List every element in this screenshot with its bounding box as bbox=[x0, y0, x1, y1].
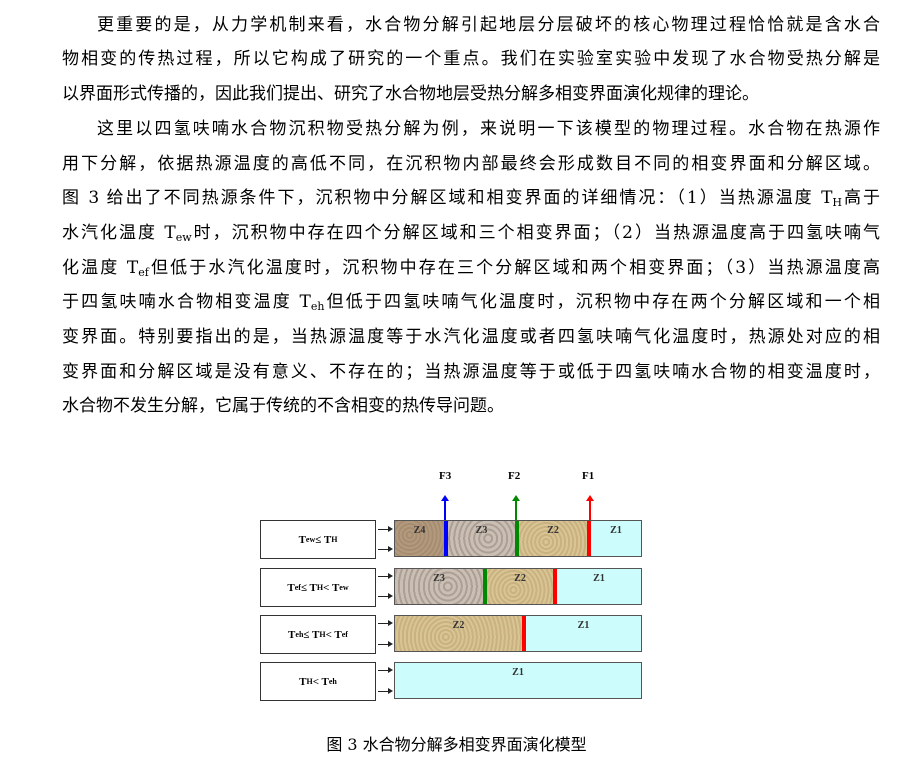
op: < T bbox=[323, 581, 340, 594]
front-arrow-f3 bbox=[441, 495, 449, 521]
op: < T bbox=[312, 675, 329, 688]
front-f3 bbox=[444, 521, 448, 556]
t: T bbox=[298, 533, 306, 546]
text-line: 变界面。特别要指出的是，当热源温度等于水汽化温度或者四氢呋喃气化温度时，热源处对… bbox=[62, 327, 880, 347]
text-line: 图 3 给出了不同热源条件下，沉积物中分解区域和相变界面的详细情况：（1）当热源… bbox=[62, 187, 880, 209]
text: 化温度 T bbox=[62, 258, 139, 278]
front-f1 bbox=[553, 569, 557, 604]
t: T bbox=[299, 675, 307, 688]
front-label-f2: F2 bbox=[508, 470, 521, 482]
text-line: 用下分解，依据热源温度的高低不同，在沉积物内部最终会形成数目不同的相变界面和分解… bbox=[62, 154, 880, 174]
heat-arrow bbox=[378, 667, 393, 673]
text-line: 这里以四氢呋喃水合物沉积物受热分解为例，来说明一下该模型的物理过程。水合物在热源… bbox=[97, 119, 880, 139]
subscript: H bbox=[832, 196, 843, 209]
zone-bar-3: Z2 Z1 bbox=[394, 615, 642, 652]
text: 高于 bbox=[842, 188, 881, 208]
zone-bar-2: Z3 Z2 Z1 bbox=[394, 568, 642, 605]
front-f1 bbox=[587, 521, 591, 556]
op: < T bbox=[325, 628, 342, 641]
text: 但低于水汽化温度时，沉积物中存在三个分解区域和两个相变界面；（3）当热源温度高 bbox=[148, 258, 880, 278]
text: 图 3 给出了不同热源条件下，沉积物中分解区域和相变界面的详细情况：（1）当热源… bbox=[62, 188, 833, 208]
subscript: eh bbox=[310, 300, 325, 313]
text-line: 于四氢呋喃水合物相变温度 Teh但低于四氢呋喃气化温度时，沉积物中存在两个分解区… bbox=[62, 291, 880, 313]
heat-arrow bbox=[378, 546, 393, 552]
t: T bbox=[287, 581, 295, 594]
op: ≤ T bbox=[303, 628, 320, 641]
zone-z3: Z3 bbox=[448, 521, 515, 556]
heat-arrow bbox=[378, 526, 393, 532]
front-label-f3: F3 bbox=[439, 470, 452, 482]
zone-z1: Z1 bbox=[526, 616, 641, 651]
text-line: 变界面和分解区域是没有意义、不存在的；当热源温度等于或低于四氢呋喃水合物的相变温… bbox=[62, 362, 880, 382]
subscript: ew bbox=[175, 231, 192, 244]
front-arrow-f2 bbox=[512, 495, 520, 521]
zone-z2: Z2 bbox=[395, 616, 522, 651]
zone-z4: Z4 bbox=[395, 521, 444, 556]
text: 但低于四氢呋喃气化温度时，沉积物中存在两个分解区域和一个相 bbox=[324, 292, 881, 312]
zone-z1: Z1 bbox=[395, 663, 641, 698]
text-line: 化温度 Tef但低于水汽化温度时，沉积物中存在三个分解区域和两个相变界面；（3）… bbox=[62, 257, 880, 279]
zone-bar-1: Z4 Z3 Z2 Z1 bbox=[394, 520, 642, 557]
subscript: ef bbox=[138, 266, 149, 279]
op: ≤ T bbox=[315, 533, 332, 546]
text-line: 以界面形式传播的，因此我们提出、研究了水合物地层受热分解多相变界面演化规律的理论… bbox=[62, 84, 759, 104]
front-arrow-f1 bbox=[586, 495, 594, 521]
t: T bbox=[288, 628, 296, 641]
front-f2 bbox=[515, 521, 519, 556]
heat-arrow bbox=[378, 688, 393, 694]
text-line: 物相变的传热过程，所以它构成了研究的一个重点。我们在实验室实验中发现了水合物受热… bbox=[62, 49, 880, 69]
zone-bar-4: Z1 bbox=[394, 662, 642, 699]
figure-caption: 图 3 水合物分解多相变界面演化模型 bbox=[326, 735, 587, 754]
text-line: 水合物不发生分解，它属于传统的不含相变的热传导问题。 bbox=[62, 396, 504, 416]
front-f2 bbox=[483, 569, 487, 604]
zone-z2: Z2 bbox=[519, 521, 587, 556]
zone-z3: Z3 bbox=[395, 569, 483, 604]
text: 于四氢呋喃水合物相变温度 T bbox=[62, 292, 311, 312]
zone-z2: Z2 bbox=[487, 569, 553, 604]
heat-arrow bbox=[378, 641, 393, 647]
heat-arrow bbox=[378, 593, 393, 599]
zone-z1: Z1 bbox=[591, 521, 641, 556]
heat-arrow bbox=[378, 620, 393, 626]
text-line: 更重要的是，从力学机制来看，水合物分解引起地层分层破坏的核心物理过程恰恰就是含水… bbox=[97, 15, 880, 35]
front-label-f1: F1 bbox=[582, 470, 595, 482]
zone-z1: Z1 bbox=[557, 569, 641, 604]
text: 水汽化温度 T bbox=[62, 223, 176, 243]
heat-arrow bbox=[378, 573, 393, 579]
front-f1 bbox=[522, 616, 526, 651]
op: ≤ T bbox=[300, 581, 317, 594]
text: 时，沉积物中存在四个分解区域和三个相变界面；（2）当热源温度高于四氢呋喃气 bbox=[191, 223, 880, 243]
text-line: 水汽化温度 Tew时，沉积物中存在四个分解区域和三个相变界面；（2）当热源温度高… bbox=[62, 222, 880, 244]
